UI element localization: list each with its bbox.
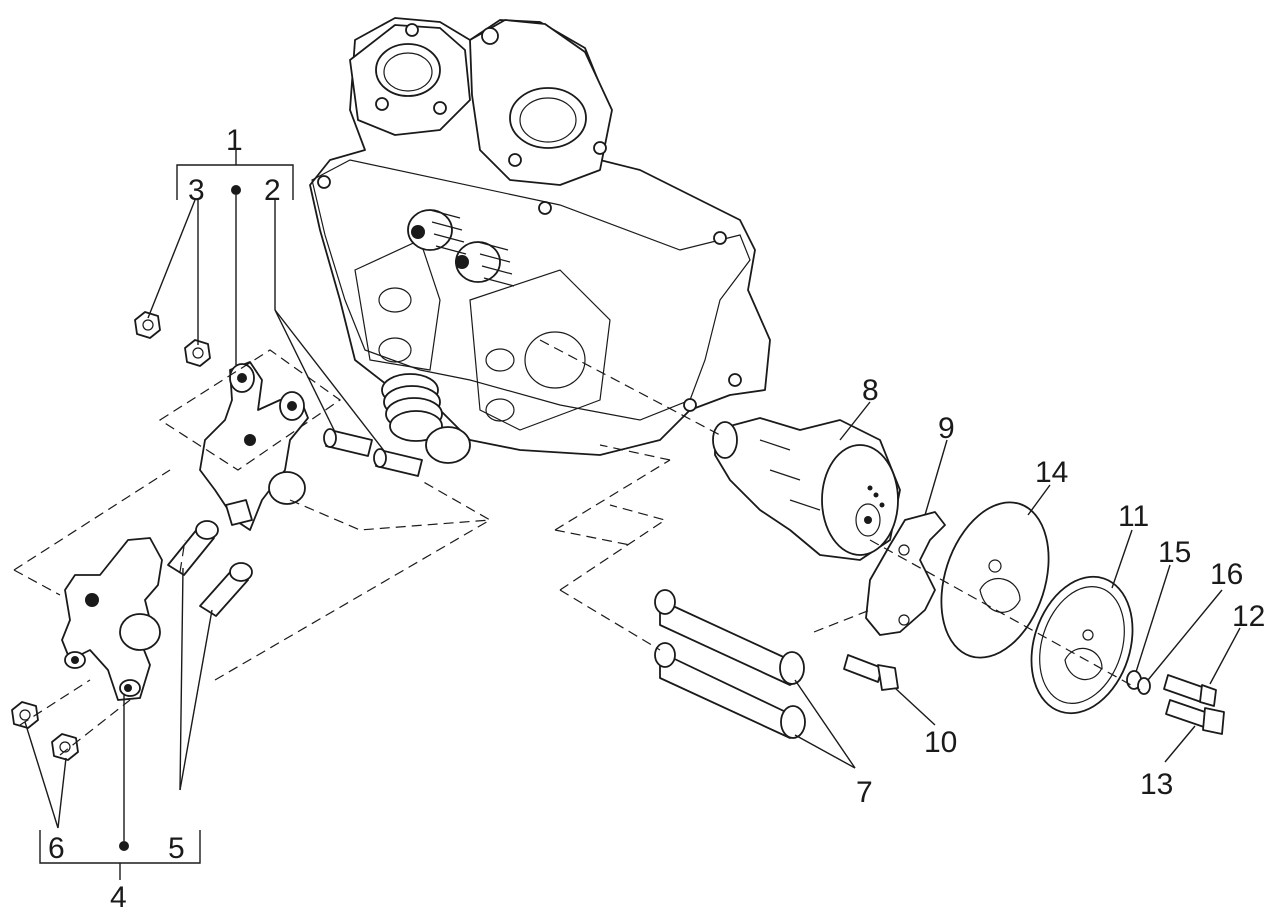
- bolt-12: [1163, 674, 1217, 707]
- callout-13: 13: [1140, 768, 1173, 801]
- bolt-10: [843, 654, 899, 691]
- callout-4: 4: [110, 881, 127, 914]
- callout-15: 15: [1158, 536, 1191, 569]
- rocker-arm-upper: [199, 361, 309, 531]
- valve-collets: [323, 428, 423, 477]
- decompressor-disc: [940, 501, 1050, 659]
- callout-8: 8: [862, 374, 879, 407]
- callout-10: 10: [924, 726, 957, 759]
- rocker-shafts: [654, 589, 806, 739]
- valve-spring-lower: [381, 373, 471, 464]
- bolt-13: [1165, 699, 1225, 735]
- callout-16: 16: [1210, 558, 1243, 591]
- callout-labels: 1 2 3 4 5 6 7 8 9 10 11 12 13 14 15 16: [48, 124, 1265, 914]
- nut-lower-pair: [11, 701, 79, 761]
- callout-14: 14: [1035, 456, 1068, 489]
- adjuster-screws: [167, 520, 253, 617]
- cylinder-head: [309, 17, 771, 464]
- nut-upper-pair: [134, 311, 211, 367]
- rocker-arm-lower: [61, 537, 163, 701]
- camshaft: [712, 417, 901, 561]
- cam-sprocket: [1030, 575, 1134, 715]
- callout-6: 6: [48, 832, 65, 865]
- callout-7: 7: [856, 776, 873, 809]
- cam-retaining-plate: [865, 511, 946, 636]
- valve-springs-installed: [407, 209, 515, 287]
- washer-small: [1126, 670, 1151, 695]
- callout-12: 12: [1232, 600, 1265, 633]
- callout-11: 11: [1118, 500, 1149, 533]
- leader-lines: [24, 150, 1241, 880]
- callout-3: 3: [188, 174, 205, 207]
- callout-1: 1: [226, 124, 243, 157]
- callout-2: 2: [264, 174, 281, 207]
- callout-9: 9: [938, 412, 955, 445]
- assembly-dashed-lines: [13, 339, 1141, 756]
- callout-5: 5: [168, 832, 185, 865]
